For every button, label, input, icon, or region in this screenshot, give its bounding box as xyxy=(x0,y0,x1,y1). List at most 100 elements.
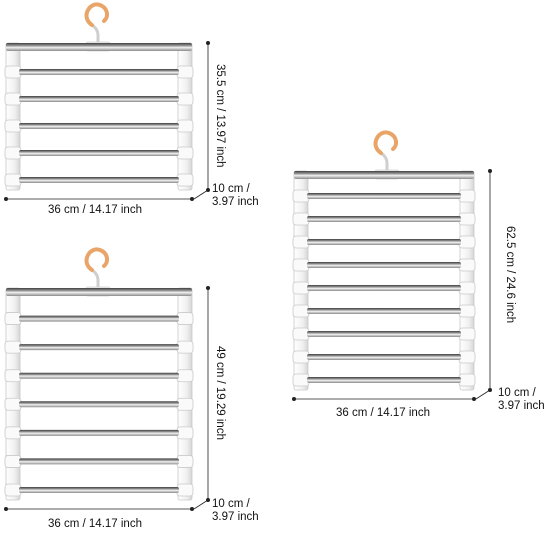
depth-dimension-line xyxy=(475,389,491,400)
depth-label-line1: 10 cm / xyxy=(212,498,250,510)
frame-joint xyxy=(4,173,22,187)
depth-label-line2: 3.97 inch xyxy=(212,511,259,523)
dimension-endpoint xyxy=(4,507,8,511)
depth-label-9-tier: 10 cm / 3.97 inch xyxy=(498,387,545,413)
rung-bar xyxy=(19,458,179,465)
rung-bar xyxy=(19,487,179,493)
height-label-5-tier: 35.5 cm / 13.97 inch xyxy=(214,64,226,168)
width-label-9-tier: 36 cm / 14.17 inch xyxy=(336,407,430,419)
rung-bar xyxy=(307,285,461,291)
height-label-9-tier: 62.5 cm / 24.6 inch xyxy=(504,226,516,324)
depth-label-line1: 10 cm / xyxy=(212,183,250,195)
width-label-7-tier: 36 cm / 14.17 inch xyxy=(48,518,142,530)
frame-joint xyxy=(176,397,194,411)
depth-label-5-tier: 10 cm / 3.97 inch xyxy=(212,183,259,209)
rung-bar xyxy=(19,96,179,102)
right-frame xyxy=(177,42,193,191)
rung-bar xyxy=(19,150,179,156)
dimension-endpoint xyxy=(190,197,194,201)
frame-joint xyxy=(4,340,22,354)
frame-joint xyxy=(458,258,476,272)
depth-dimension-line xyxy=(193,189,209,200)
hook-icon xyxy=(84,2,110,27)
frame-joint xyxy=(4,455,22,468)
rung-bar xyxy=(19,401,179,408)
frame-joint xyxy=(176,65,194,79)
frame-joint xyxy=(176,340,194,354)
frame-joint xyxy=(292,258,310,272)
rung-bar xyxy=(19,372,179,379)
hanger-5-tier xyxy=(4,2,194,191)
frame-joint xyxy=(4,119,22,133)
depth-label-line1: 10 cm / xyxy=(498,387,536,399)
rung-bar xyxy=(19,344,179,351)
frame-joint xyxy=(458,350,476,364)
frame-joint xyxy=(4,483,22,497)
dimension-endpoint xyxy=(4,197,8,201)
rung-bar xyxy=(19,315,179,322)
depth-dimension-line xyxy=(193,499,209,510)
frame-joint xyxy=(176,92,194,106)
dimension-endpoint xyxy=(206,286,210,290)
rung-bar xyxy=(19,429,179,436)
frame-joint xyxy=(458,212,476,226)
frame-joint xyxy=(292,327,310,341)
depth-label-line2: 3.97 inch xyxy=(498,400,545,412)
depth-label-7-tier: 10 cm / 3.97 inch xyxy=(212,498,259,524)
height-label-7-tier: 49 cm / 19.29 inch xyxy=(214,346,226,440)
frame-joint xyxy=(458,373,476,387)
frame-joint xyxy=(4,369,22,383)
frame-joint xyxy=(292,281,310,295)
rung-bar xyxy=(19,177,179,183)
hanger-7-tier xyxy=(4,247,194,501)
left-frame xyxy=(5,42,21,191)
rung-bar xyxy=(307,262,461,268)
rung-bar xyxy=(307,308,461,314)
frame-joint xyxy=(458,189,476,203)
hook-icon xyxy=(373,130,399,155)
frame-joint xyxy=(176,312,194,325)
frame-joint xyxy=(4,426,22,440)
rung-bar xyxy=(307,239,461,245)
frame-joint xyxy=(176,119,194,133)
rung-bar xyxy=(19,123,179,129)
frame-joint xyxy=(292,350,310,364)
depth-label-line2: 3.97 inch xyxy=(212,196,259,208)
rung-bar xyxy=(19,69,179,75)
frame-joint xyxy=(292,304,310,318)
rung-bar xyxy=(307,377,461,383)
frame-joint xyxy=(292,373,310,387)
dimension-endpoint xyxy=(190,507,194,511)
frame-joint xyxy=(4,65,22,79)
frame-joint xyxy=(176,483,194,497)
top-bar xyxy=(6,43,192,51)
rung-bar xyxy=(307,193,461,199)
frame-joint xyxy=(176,146,194,160)
top-bar xyxy=(294,171,474,179)
frame-joint xyxy=(176,369,194,383)
rung-bar xyxy=(307,354,461,360)
frame-joint xyxy=(458,327,476,341)
frame-joint xyxy=(458,235,476,249)
hanger-5-tier-dimensions xyxy=(4,41,210,201)
frame-joint xyxy=(292,189,310,203)
dimension-endpoint xyxy=(206,41,210,45)
dimension-endpoint xyxy=(488,169,492,173)
hanger-9-tier xyxy=(292,130,476,391)
top-bar xyxy=(6,288,192,296)
frame-joint xyxy=(458,281,476,295)
frame-joint xyxy=(4,397,22,411)
rung-bar xyxy=(307,216,461,222)
frame-joint xyxy=(4,312,22,325)
dimension-endpoint xyxy=(292,397,296,401)
hanger-9-tier-dimensions xyxy=(292,169,492,401)
width-label-5-tier: 36 cm / 14.17 inch xyxy=(48,204,142,216)
rung-bar xyxy=(307,331,461,337)
hanger-7-tier-dimensions xyxy=(4,286,210,511)
frame-joint xyxy=(4,146,22,160)
frame-joint xyxy=(292,212,310,226)
frame-joint xyxy=(176,426,194,440)
frame-joint xyxy=(4,92,22,106)
frame-joint xyxy=(176,455,194,468)
